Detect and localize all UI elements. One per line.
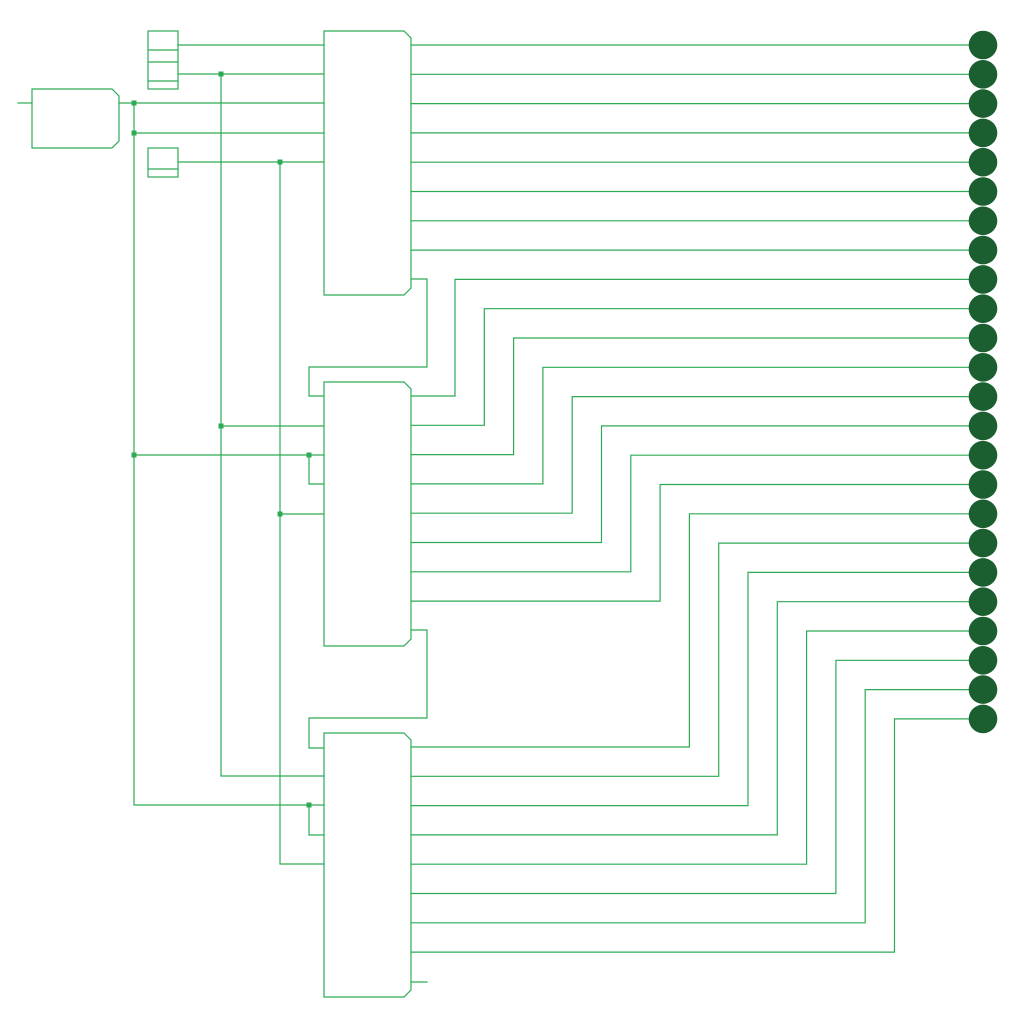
output-wire [410, 571, 984, 807]
led-group [968, 30, 998, 734]
output-led [968, 294, 998, 324]
output-led [968, 206, 998, 236]
junction-dot [131, 130, 137, 136]
output-led [968, 323, 998, 353]
junction-dot [277, 511, 283, 517]
junction-dot [306, 802, 312, 808]
shift-register-chip-2 [323, 381, 412, 647]
output-led [968, 675, 998, 704]
junction-dot [306, 452, 312, 458]
local-loop [308, 454, 325, 485]
output-wire [410, 601, 984, 836]
junction-dot [131, 452, 137, 458]
output-led [968, 265, 998, 294]
output-wire [410, 659, 984, 895]
output-led [968, 89, 998, 118]
component-group [31, 30, 412, 998]
output-led [968, 382, 998, 411]
output-wire [410, 483, 984, 602]
shift-register-chip-3 [323, 732, 412, 998]
shift-register-chip-1 [323, 30, 412, 296]
output-wire [410, 425, 984, 544]
output-wire [410, 688, 984, 924]
output-wire [410, 542, 984, 777]
output-led [968, 177, 998, 206]
output-led [968, 30, 998, 60]
output-led [968, 60, 998, 89]
output-wire [410, 630, 984, 865]
junction-dot [131, 100, 137, 106]
output-wire [410, 308, 984, 426]
output-led [968, 616, 998, 646]
input-register-2 [147, 147, 179, 178]
input-register-1 [147, 30, 179, 90]
junction-dot [218, 423, 224, 429]
output-led [968, 470, 998, 499]
output-led [968, 646, 998, 675]
output-led [968, 440, 998, 470]
output-wire [410, 366, 984, 485]
local-loop [308, 804, 325, 836]
output-led [968, 587, 998, 616]
output-led [968, 704, 998, 734]
latch-bus [220, 73, 325, 777]
output-led [968, 235, 998, 265]
output-led [968, 558, 998, 587]
output-wire [410, 718, 984, 953]
clock-bus [133, 102, 325, 806]
output-led [968, 118, 998, 148]
output-wire [410, 396, 984, 514]
output-wire [410, 513, 984, 748]
output-led [968, 411, 998, 441]
wire-group [17, 44, 984, 983]
enable-bus [279, 161, 325, 865]
junction-dot [277, 159, 283, 165]
output-led [968, 147, 998, 177]
cascade-wire-1 [308, 278, 428, 397]
junction-dot [218, 71, 224, 77]
output-wire [410, 337, 984, 456]
cascade-wire-2 [308, 629, 428, 749]
output-led [968, 499, 998, 529]
output-wire [410, 278, 984, 397]
junction-group [131, 71, 312, 808]
output-led [968, 353, 998, 382]
output-wire [410, 454, 984, 573]
clock-source-block [31, 88, 120, 149]
output-led [968, 528, 998, 558]
